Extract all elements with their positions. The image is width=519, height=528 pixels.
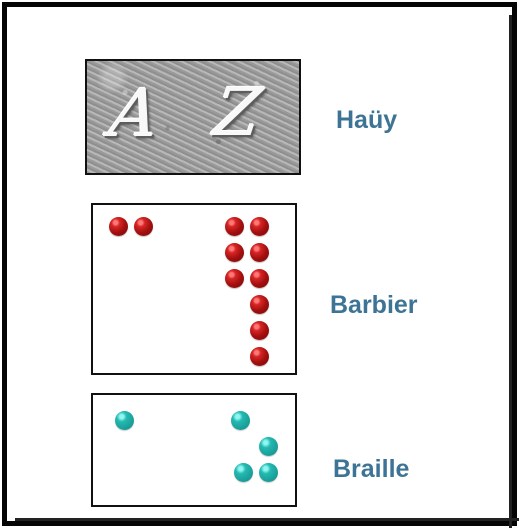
braille-dot-panel [91,393,297,507]
hauy-embossed-letters-panel: A Z [85,59,301,175]
barbier-dot [250,321,269,340]
barbier-dot [225,217,244,236]
frame-shadow-right [509,15,512,528]
barbier-dot [134,217,153,236]
barbier-dot [225,269,244,288]
barbier-dot [250,295,269,314]
barbier-dot [250,243,269,262]
braille-label: Braille [333,457,409,482]
hauy-label: Haüy [336,108,397,133]
barbier-dot [250,217,269,236]
barbier-dot-panel [91,203,297,375]
frame-shadow-bottom [15,518,519,521]
barbier-label: Barbier [330,293,418,318]
barbier-dot [109,217,128,236]
braille-dot [115,411,134,430]
embossed-letter-a: A [106,81,163,147]
barbier-dot [225,243,244,262]
braille-dot [234,463,253,482]
barbier-dot [250,347,269,366]
barbier-dot [250,269,269,288]
braille-dot [231,411,250,430]
braille-dot [259,437,278,456]
braille-dot [259,463,278,482]
embossed-letter-z: Z [210,80,265,146]
